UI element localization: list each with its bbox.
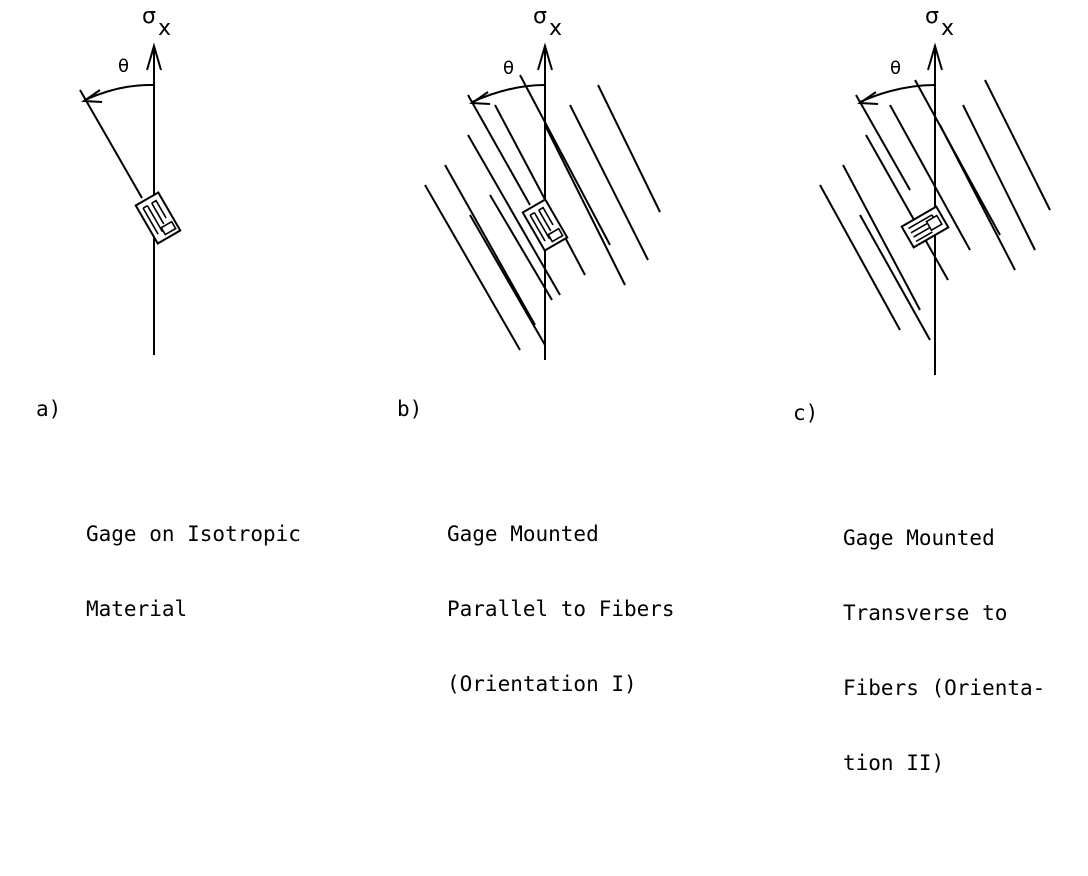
panel-a-gage-axis bbox=[79, 89, 143, 199]
panel-c-caption-line-2: Transverse to bbox=[843, 601, 1008, 625]
panel-b-arc-arrowhead bbox=[469, 91, 491, 105]
panel-a-axis-arrowhead bbox=[146, 42, 162, 71]
panel-a-caption: a) Gage on Isotropic Material bbox=[36, 397, 301, 722]
panel-b-letter: b) bbox=[397, 397, 423, 421]
panel-a-theta-arc bbox=[84, 83, 155, 101]
panel-a-x-subscript: x bbox=[158, 16, 172, 41]
panel-b-sigma-symbol: σ bbox=[533, 4, 547, 29]
panel-c-fibers bbox=[819, 79, 1051, 341]
panel-a-drawing bbox=[79, 42, 182, 355]
panel-c-caption-line-4: tion II) bbox=[843, 751, 945, 775]
panel-c-theta-arc bbox=[859, 84, 936, 103]
figure-drawing bbox=[79, 42, 1051, 375]
panel-a-sigma-symbol: σ bbox=[142, 4, 156, 29]
panel-b-x-subscript: x bbox=[549, 16, 563, 41]
panel-c-caption-line-1: Gage Mounted bbox=[843, 526, 995, 550]
panel-a-arc-arrowhead bbox=[81, 89, 103, 103]
panel-c-caption-line-3: Fibers (Orienta- bbox=[843, 676, 1046, 700]
panel-a-strain-gage bbox=[134, 191, 182, 245]
panel-b-fibers bbox=[424, 74, 661, 351]
panel-b-drawing bbox=[424, 42, 661, 360]
panel-b-gage-axis bbox=[467, 94, 531, 206]
panel-b-strain-gage bbox=[521, 198, 569, 252]
panel-c-caption: c) Gage Mounted Transverse to Fibers (Or… bbox=[793, 401, 1045, 876]
panel-c-drawing bbox=[819, 42, 1051, 375]
panel-a-theta-symbol: θ bbox=[118, 56, 130, 77]
panel-c-letter: c) bbox=[793, 401, 819, 425]
panel-c-strain-gage bbox=[900, 205, 950, 249]
panel-b-caption: b) Gage Mounted Parallel to Fibers (Orie… bbox=[397, 397, 675, 797]
panel-b-theta-symbol: θ bbox=[503, 58, 515, 79]
panel-c-gage-axis bbox=[855, 94, 911, 191]
panel-b-caption-line-1: Gage Mounted bbox=[447, 522, 599, 546]
figure: σ x θ σ x θ σ x θ a) Gage on Isotropic M… bbox=[36, 4, 1051, 775]
panel-c-theta-symbol: θ bbox=[890, 58, 902, 79]
panel-a-caption-line-1: Gage on Isotropic bbox=[86, 522, 301, 546]
panel-a-caption-line-2: Material bbox=[86, 597, 188, 621]
panel-b-caption-line-3: (Orientation I) bbox=[447, 672, 637, 696]
panel-c-arc-arrowhead bbox=[857, 91, 879, 105]
panel-b-axis-arrowhead bbox=[537, 42, 553, 71]
panel-c-x-subscript: x bbox=[941, 16, 955, 41]
panel-b-caption-line-2: Parallel to Fibers bbox=[447, 597, 675, 621]
panel-c-axis-arrowhead bbox=[927, 42, 943, 71]
panel-c-sigma-symbol: σ bbox=[925, 4, 939, 29]
panel-a-letter: a) bbox=[36, 397, 62, 421]
